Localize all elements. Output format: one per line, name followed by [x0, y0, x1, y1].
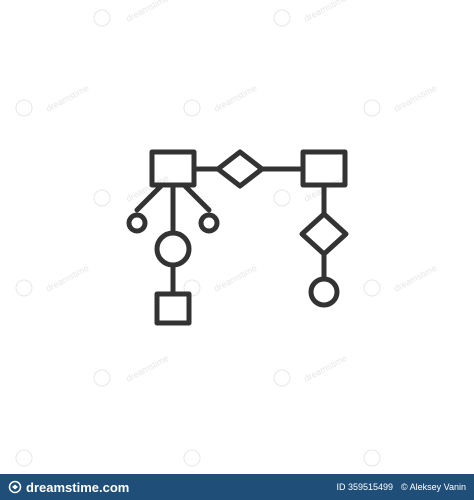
- brand-text: dreamstime.com: [26, 479, 130, 495]
- bottom-square-node: [154, 291, 192, 326]
- author-credit: © Aleksey Vanin: [401, 482, 466, 492]
- right-small-node: [198, 212, 220, 234]
- top-left-square-node: [149, 149, 197, 188]
- dreamstime-brand: dreamstime.com: [8, 480, 129, 495]
- image-credit-footer: dreamstime.com ID 359515499 © Aleksey Va…: [0, 474, 474, 500]
- workflow-diagram-icon: [126, 149, 349, 326]
- image-id: ID 359515499: [336, 482, 393, 492]
- left-small-node: [126, 212, 148, 234]
- right-bottom-circle-node: [308, 276, 340, 308]
- right-branch-line: [181, 182, 212, 213]
- image-canvas: [0, 0, 474, 474]
- dreamstime-logo-icon: [8, 480, 22, 494]
- left-branch-line: [134, 182, 165, 213]
- middle-circle-node: [154, 230, 192, 268]
- credit-meta: ID 359515499 © Aleksey Vanin: [336, 482, 466, 492]
- top-diamond-node: [215, 149, 265, 189]
- top-right-square-node: [300, 149, 348, 188]
- side-diamond-node: [299, 211, 349, 257]
